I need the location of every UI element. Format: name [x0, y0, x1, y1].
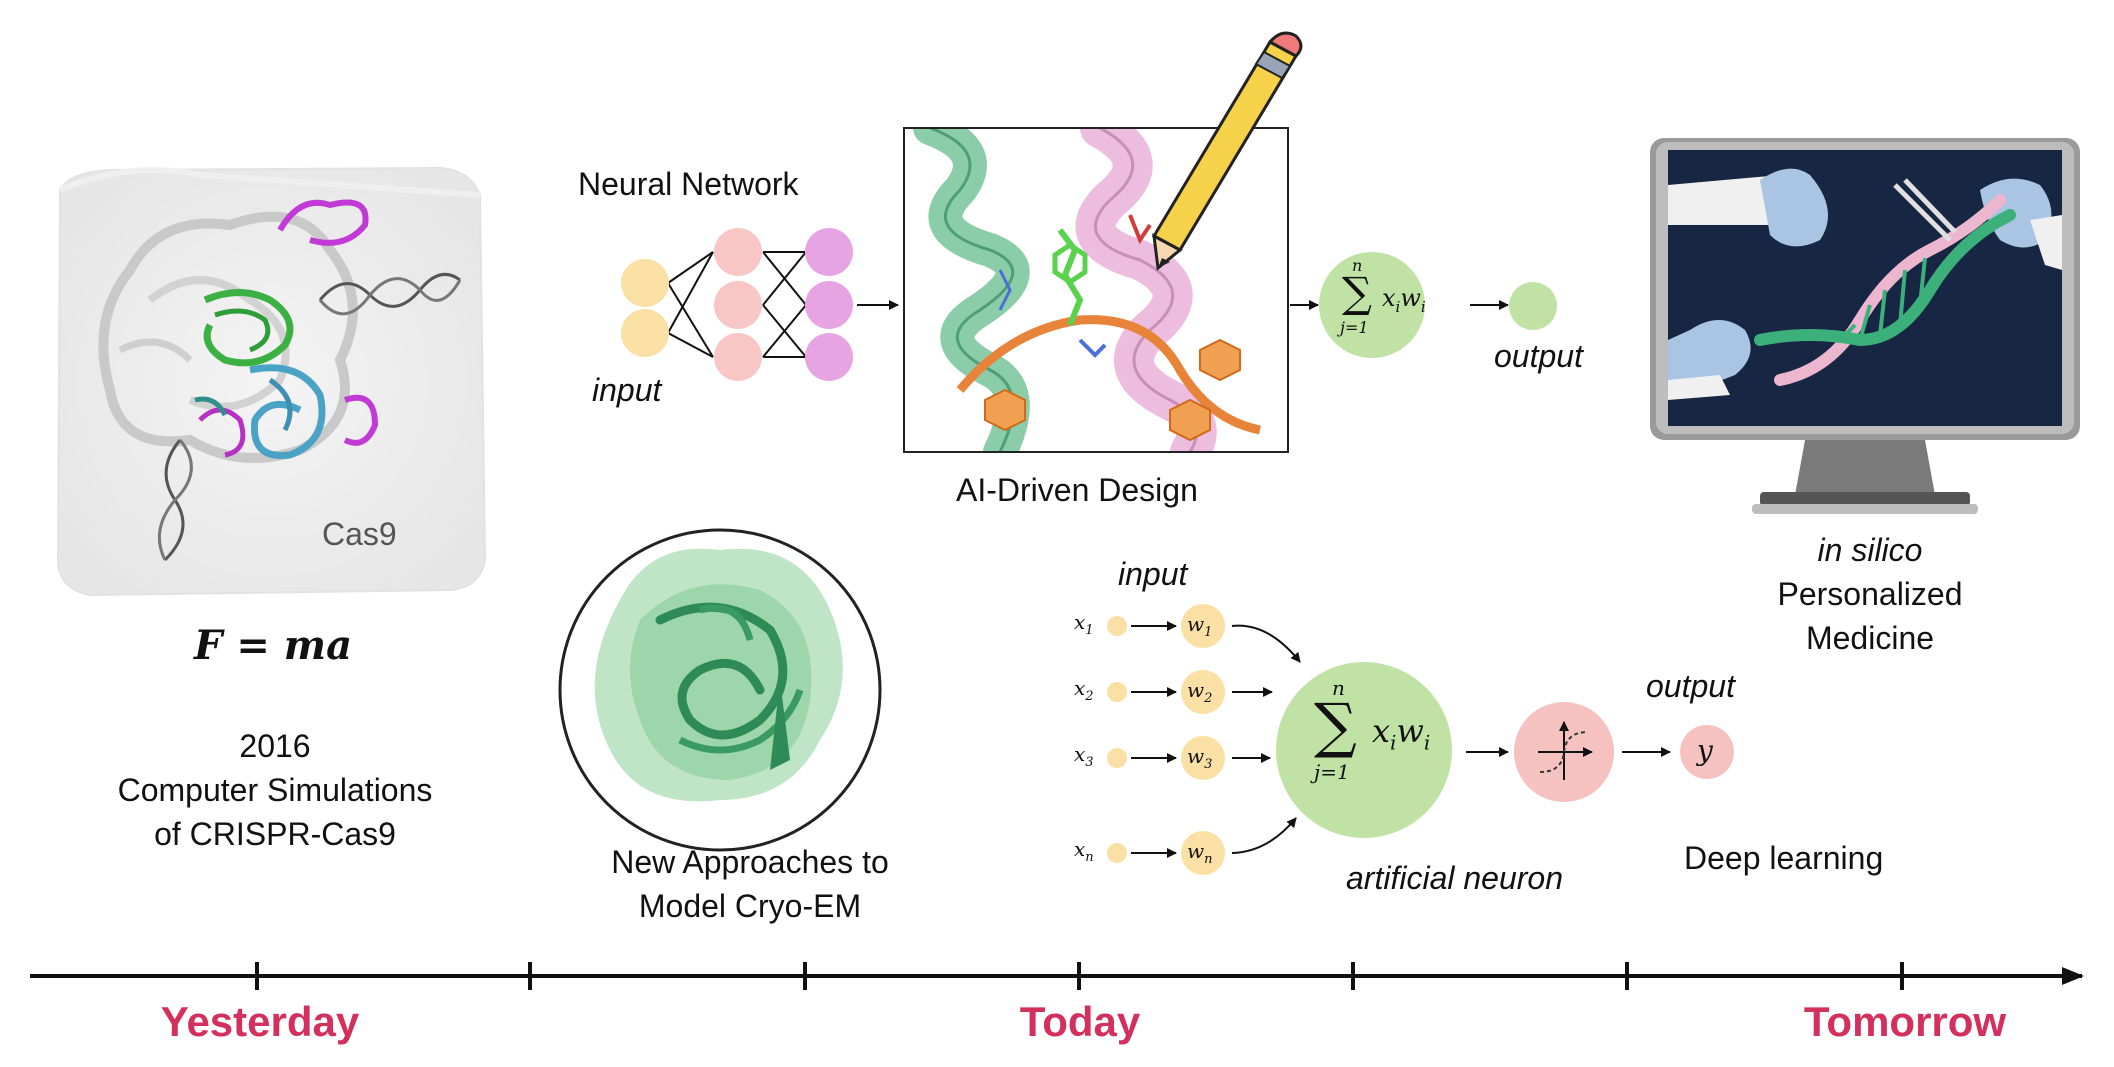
tomorrow-line3: Medicine [1805, 620, 1935, 656]
cryo-caption-line1: New Approaches to [611, 844, 889, 880]
nn-hidden-node [714, 333, 762, 381]
output-node [1680, 725, 1734, 779]
neuron-output-label: output [1646, 668, 1735, 704]
computer-monitor-illustration [1650, 138, 2080, 514]
top-sum-term: xiwi [1382, 284, 1426, 316]
ai-design-caption: AI-Driven Design [956, 472, 1198, 508]
cryo-caption-line2: Model Cryo-EM [638, 888, 862, 924]
weight-w2-label: w2 [1187, 678, 1213, 706]
input-xn-label: xn [1074, 837, 1094, 865]
yesterday-caption-line1: Computer Simulations [117, 772, 433, 808]
yesterday-caption-line2: of CRISPR-Cas9 [154, 816, 396, 852]
neural-network-diagram [621, 228, 899, 381]
output-symbol: y [1697, 734, 1713, 767]
ai-design-illustration [903, 31, 1303, 453]
artificial-neuron-caption: artificial neuron [1346, 860, 1563, 896]
cryo-em-caption: New Approaches to Model Cryo-EM [560, 840, 940, 928]
input-x2-label: x2 [1074, 676, 1094, 704]
neuron-input-dot [1107, 616, 1127, 636]
nn-output-node [805, 333, 853, 381]
neuron-input-dot [1107, 682, 1127, 702]
deep-learning-label: Deep learning [1684, 840, 1884, 876]
era-yesterday: Yesterday [160, 998, 360, 1045]
nn-output-node [805, 228, 853, 276]
cas9-label: Cas9 [322, 516, 397, 552]
nn-hidden-node [714, 228, 762, 276]
sum-lower: j=1 [1314, 760, 1350, 784]
tomorrow-caption: in silico Personalized Medicine [1720, 528, 2020, 660]
summation-formula: n ∑ j=1 xiwi [1302, 676, 1442, 810]
nn-input-label: input [592, 372, 662, 408]
pencil-icon [1151, 31, 1303, 271]
weight-w1-label: w1 [1187, 612, 1213, 640]
input-x3-label: x3 [1074, 742, 1094, 770]
newton-equation: F = ma [194, 622, 353, 669]
top-output-node [1509, 282, 1557, 330]
era-today: Today [1019, 998, 1141, 1045]
weight-node [1181, 670, 1225, 714]
neuron-input-dot [1107, 843, 1127, 863]
artificial-neuron-diagram [1107, 604, 1734, 875]
nn-input-node [621, 309, 669, 357]
cas9-structure-illustration [56, 166, 487, 597]
sum-term: xiwi [1372, 712, 1431, 755]
weight-node [1181, 604, 1225, 648]
nn-output-node [805, 281, 853, 329]
tomorrow-line2: Personalized [1777, 576, 1963, 612]
weight-node [1181, 736, 1225, 780]
yesterday-year: 2016 [239, 728, 311, 764]
top-sum-upper: n [1352, 256, 1363, 275]
weight-node [1181, 831, 1225, 875]
nn-input-node [621, 259, 669, 307]
top-sum-lower: j=1 [1340, 318, 1369, 337]
weight-wn-label: wn [1187, 839, 1213, 867]
top-output-label: output [1494, 338, 1583, 374]
yesterday-caption: 2016 Computer Simulations of CRISPR-Cas9 [50, 724, 500, 856]
cryo-em-illustration [558, 528, 882, 852]
summation-circle [1276, 662, 1452, 838]
sigma-icon: ∑ [1314, 691, 1357, 761]
top-summation-circle [1319, 252, 1425, 358]
weight-w3-label: w3 [1187, 744, 1213, 772]
neuron-input-dot [1107, 748, 1127, 768]
sigma-icon: ∑ [1342, 268, 1372, 317]
sum-upper: n [1332, 676, 1345, 700]
nn-hidden-node [714, 281, 762, 329]
neural-network-title: Neural Network [578, 166, 799, 202]
timeline-axis [30, 962, 2084, 990]
era-tomorrow: Tomorrow [1803, 998, 2007, 1045]
top-summation-formula: n ∑ j=1 xiwi [1332, 256, 1432, 358]
sigmoid-icon [1538, 721, 1593, 780]
tomorrow-line1: in silico [1817, 532, 1923, 568]
input-x1-label: x1 [1074, 610, 1094, 638]
neuron-input-label: input [1118, 556, 1188, 592]
